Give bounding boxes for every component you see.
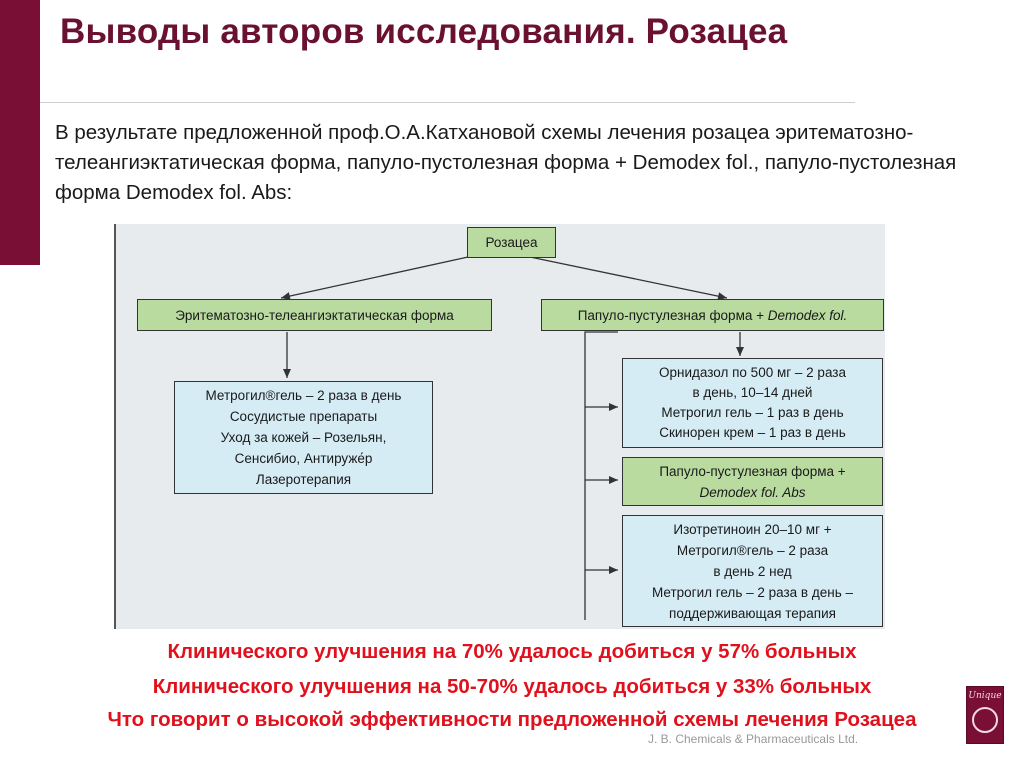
right-treatment-1-node: Орнидазол по 500 мг – 2 раза в день, 10–… — [622, 358, 883, 448]
right-subform-line: Папуло-пустулезная форма + — [659, 463, 846, 479]
panel-left-border — [114, 224, 116, 629]
right-branch-node: Папуло-пустулезная форма + Demodex fol. — [541, 299, 884, 331]
right-branch-italic-label: Demodex fol. — [767, 307, 848, 323]
left-branch-node: Эритематозно-телеангиэктатическая форма — [137, 299, 492, 331]
intro-text: В результате предложенной проф.О.А.Катха… — [55, 121, 957, 204]
right-subform-italic-line: Demodex fol. Abs — [699, 484, 806, 500]
result-line-2: Клинического улучшения на 50-70% удалось… — [152, 675, 872, 698]
left-treatment-line: Уход за кожей – Розельян, — [220, 430, 387, 445]
title-divider — [40, 102, 855, 103]
right-treatment-1-line: Орнидазол по 500 мг – 2 раза — [659, 365, 846, 380]
result-line-1: Клинического улучшения на 70% удалось до… — [167, 640, 857, 663]
logo-seal-icon — [972, 707, 998, 733]
root-node-label: Розацеа — [485, 235, 538, 250]
footer-company: J. B. Chemicals & Pharmaceuticals Ltd. — [648, 732, 859, 746]
left-treatment-line: Сенсибио, Антируже́р — [234, 451, 373, 466]
left-treatment-node: Метрогил®гель – 2 раза в день Сосудистые… — [174, 381, 433, 494]
slide-title: Выводы авторов исследования. Розацеа — [60, 12, 788, 51]
right-branch-label: Папуло-пустулезная форма + — [577, 307, 768, 323]
right-treatment-1-line: в день, 10–14 дней — [692, 385, 813, 400]
left-branch-label: Эритематозно-телеангиэктатическая форма — [175, 307, 454, 323]
company-logo: Unique — [966, 686, 1004, 744]
left-treatment-line: Лазеротерапия — [255, 472, 352, 487]
right-treatment-1-line: Скинорен крем – 1 раз в день — [659, 425, 846, 440]
right-treatment-2-line: Метрогил®гель – 2 раза — [676, 542, 829, 558]
right-treatment-1-line: Метрогил гель – 1 раз в день — [661, 405, 844, 420]
right-subform-node: Папуло-пустулезная форма + Demodex fol. … — [622, 457, 883, 506]
accent-bar — [0, 0, 40, 265]
root-node: Розацеа — [467, 227, 556, 258]
right-treatment-2-line: Изотретиноин 20–10 мг + — [673, 521, 832, 537]
logo-text: Unique — [968, 691, 1002, 701]
right-treatment-2-line: поддерживающая терапия — [669, 605, 836, 621]
right-treatment-2-node: Изотретиноин 20–10 мг + Метрогил®гель – … — [622, 515, 883, 627]
right-treatment-2-line: Метрогил гель – 2 раза в день – — [652, 584, 853, 600]
result-line-3: Что говорит о высокой эффективности пред… — [107, 708, 917, 731]
right-treatment-2-line: в день 2 нед — [713, 563, 792, 579]
left-treatment-line: Метрогил®гель – 2 раза в день — [205, 388, 402, 403]
left-treatment-line: Сосудистые препараты — [229, 409, 378, 424]
